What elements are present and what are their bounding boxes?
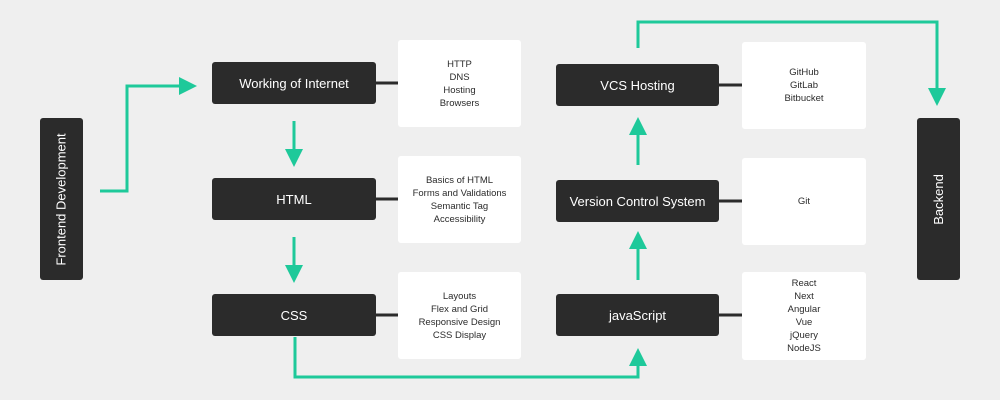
vcs-topic-item: Git [797,196,811,207]
vcs-topics-card: Git [742,158,866,245]
javascript-label: javaScript [608,307,667,323]
css-topic-item: Responsive Design [418,316,501,328]
html-topic-item: Basics of HTML [425,174,494,186]
arrow-css-to-javascript [293,337,647,379]
html-topic-item: Accessibility [433,213,486,225]
version-control-system-node: Version Control System [556,180,719,222]
frontend-development-node: Frontend Development [40,118,83,280]
arrow-frontend-to-internet [100,77,197,193]
javascript-topic-item: React [791,278,817,289]
css-node: CSS [212,294,376,336]
css-topics-card: Layouts Flex and Grid Responsive Design … [398,272,521,359]
html-topics-card: Basics of HTML Forms and Validations Sem… [398,156,521,243]
backend-label: Backend [931,173,946,225]
version-control-system-label: Version Control System [569,193,706,209]
vcs-hosting-label: VCS Hosting [600,77,675,93]
frontend-development-label: Frontend Development [54,132,69,266]
working-of-internet-label: Working of Internet [239,75,349,91]
css-topic-item: Flex and Grid [430,303,489,315]
html-label: HTML [276,191,312,207]
vcs-hosting-topic-item: GitLab [790,80,818,91]
css-topic-item: Layouts [442,290,477,302]
internet-topic-item: Hosting [443,84,476,96]
javascript-topic-item: NodeJS [787,343,821,354]
javascript-topic-item: jQuery [790,330,818,341]
internet-topic-item: DNS [449,71,470,83]
vcs-hosting-topics-card: GitHub GitLab Bitbucket [742,42,866,129]
arrow-vcs-hosting-to-backend [636,20,946,106]
javascript-topic-item: Next [794,291,814,302]
css-label: CSS [280,307,308,323]
html-topic-item: Semantic Tag [430,200,489,212]
javascript-topic-item: Vue [795,317,813,328]
javascript-node: javaScript [556,294,719,336]
vcs-hosting-topic-item: Bitbucket [784,93,824,104]
javascript-topic-item: Angular [787,304,821,315]
html-topic-item: Forms and Validations [412,187,507,199]
backend-node: Backend [917,118,960,280]
css-topic-item: CSS Display [432,329,487,341]
internet-topic-item: HTTP [447,58,472,70]
html-node: HTML [212,178,376,220]
internet-topic-item: Browsers [439,97,480,109]
working-of-internet-node: Working of Internet [212,62,376,104]
javascript-topics-card: React Next Angular Vue jQuery NodeJS [742,272,866,360]
vcs-hosting-node: VCS Hosting [556,64,719,106]
vcs-hosting-topic-item: GitHub [789,67,819,78]
internet-topics-card: HTTP DNS Hosting Browsers [398,40,521,127]
